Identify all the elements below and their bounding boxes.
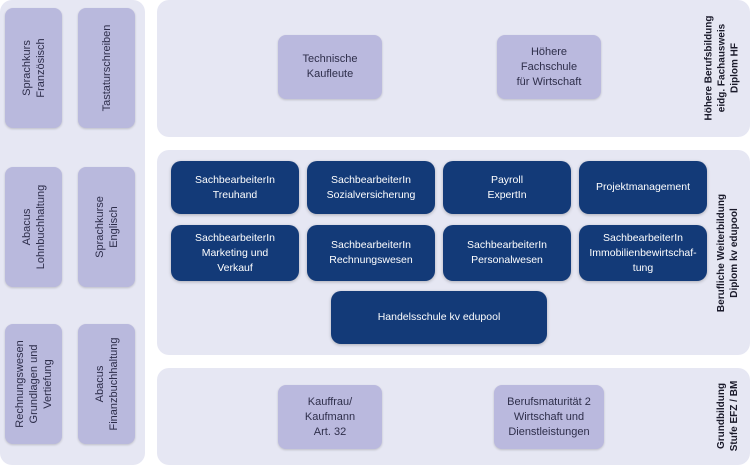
program-payroll-expertin: Payroll ExpertIn	[443, 161, 571, 214]
program-projektmanagement: Projektmanagement	[579, 161, 707, 214]
course-label: Abacus Lohnbuchhaltung	[20, 184, 47, 270]
course-rechnungswesen-grundlagen: Rechnungswesen Grundlagen und Vertiefung	[5, 324, 62, 444]
course-label: Tastaturschreiben	[100, 24, 113, 112]
program-berufsmaturitaet: Berufsmaturität 2 Wirtschaft und Dienstl…	[494, 385, 604, 449]
program-sachbearbeiter-treuhand: SachbearbeiterIn Treuhand	[171, 161, 299, 214]
program-hoehere-fachschule: Höhere Fachschule für Wirtschaft	[497, 35, 601, 99]
course-label: Sprachkurs Französisch	[20, 38, 47, 98]
program-sachbearbeiter-marketing: SachbearbeiterIn Marketing und Verkauf	[171, 225, 299, 281]
section-grundbildung	[157, 368, 750, 465]
program-sachbearbeiter-sozialversicherung: SachbearbeiterIn Sozialversicherung	[307, 161, 435, 214]
program-sachbearbeiter-immobilien: SachbearbeiterIn Immobilienbewirtschaf- …	[579, 225, 707, 281]
program-handelsschule: Handelsschule kv edupool	[331, 291, 547, 344]
course-label: Rechnungswesen Grundlagen und Vertiefung	[13, 340, 54, 428]
section-label-hoehere-berufsbildung: Höhere Berufsbildung eidg. Fachausweis D…	[703, 15, 741, 121]
program-sachbearbeiter-personalwesen: SachbearbeiterIn Personalwesen	[443, 225, 571, 281]
section-hoehere-berufsbildung	[157, 0, 750, 137]
course-tastaturschreiben: Tastaturschreiben	[78, 8, 135, 128]
course-sprachkurs-franzoesisch: Sprachkurs Französisch	[5, 8, 62, 128]
section-label-grundbildung: Grundbildung Stufe EFZ / BM	[716, 380, 740, 452]
course-label: Abacus Finanzbuchhaltung	[93, 337, 120, 431]
program-sachbearbeiter-rechnungswesen: SachbearbeiterIn Rechnungswesen	[307, 225, 435, 281]
course-sprachkurse-englisch: Sprachkurse Englisch	[78, 167, 135, 287]
course-label: Sprachkurse Englisch	[93, 196, 120, 258]
section-label-berufliche-weiterbildung: Berufliche Weiterbildung Diplom kv edupo…	[716, 193, 740, 313]
program-kauffrau-kaufmann: Kauffrau/ Kaufmann Art. 32	[278, 385, 382, 449]
course-abacus-lohnbuchhaltung: Abacus Lohnbuchhaltung	[5, 167, 62, 287]
program-technische-kaufleute: Technische Kaufleute	[278, 35, 382, 99]
course-abacus-finanzbuchhaltung: Abacus Finanzbuchhaltung	[78, 324, 135, 444]
